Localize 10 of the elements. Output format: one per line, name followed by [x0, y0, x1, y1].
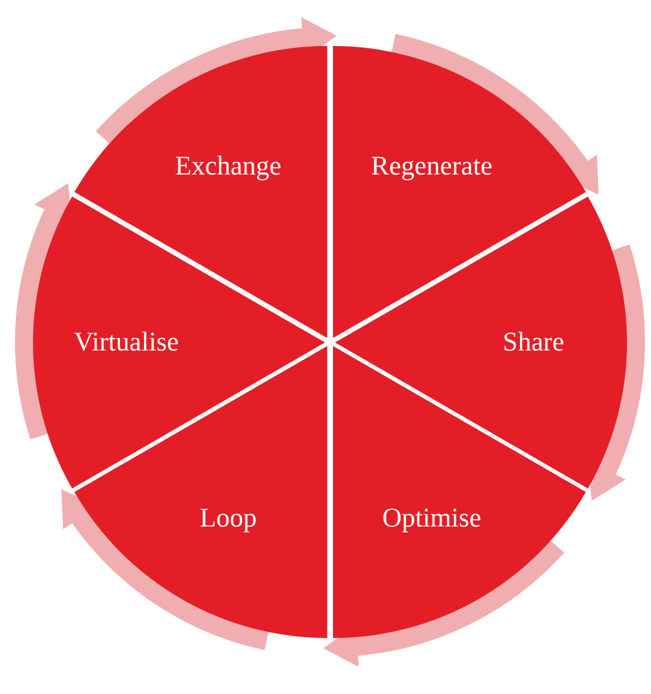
segment-label: Optimise [382, 502, 482, 534]
segment-label: Regenerate [371, 150, 492, 182]
curved-arrow [60, 490, 270, 650]
curved-arrow [390, 34, 600, 194]
segment-label: Share [502, 326, 564, 358]
curved-arrow [96, 18, 336, 146]
segment-label: Exchange [174, 150, 282, 182]
curved-arrow [324, 538, 564, 666]
segment-label: Virtualise [74, 326, 179, 358]
segment-label: Loop [200, 502, 257, 534]
